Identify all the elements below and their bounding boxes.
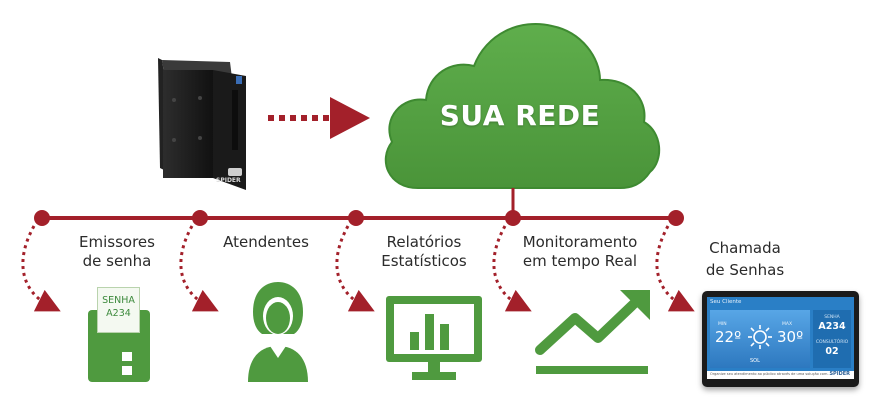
label-line: Estatísticos bbox=[381, 252, 467, 270]
node-dot bbox=[668, 210, 684, 226]
weather-panel: MIN 22º SOL MAX 30º bbox=[710, 310, 810, 368]
temp-min: 22º bbox=[715, 328, 742, 346]
tv-footer: Organize seu atendimento ao público atra… bbox=[707, 371, 854, 379]
tv-screen: Seu Cliente MIN 22º SOL MAX 30º bbox=[707, 297, 854, 379]
node-dot bbox=[34, 210, 50, 226]
tv-display: Seu Cliente MIN 22º SOL MAX 30º bbox=[702, 291, 859, 387]
call-panel: SENHA A234 CONSULTÓRIO 02 bbox=[813, 310, 851, 368]
node-dot bbox=[192, 210, 208, 226]
label-line: em tempo Real bbox=[522, 252, 638, 270]
branch-arrow bbox=[179, 225, 219, 312]
temp-max: 30º bbox=[777, 328, 804, 346]
node-dot bbox=[505, 210, 521, 226]
label-line: de senha bbox=[82, 252, 152, 270]
label-line: Chamada bbox=[709, 239, 781, 257]
network-arrow bbox=[268, 97, 370, 139]
label-line: de Senhas bbox=[705, 261, 785, 279]
min-label: MIN bbox=[718, 322, 727, 327]
label-relatorios: Relatórios Estatísticos bbox=[364, 233, 484, 271]
spider-device-icon bbox=[158, 58, 246, 190]
consultorio-value: 02 bbox=[825, 346, 839, 357]
max-label: MAX bbox=[782, 322, 793, 327]
weather-condition: SOL bbox=[750, 358, 760, 364]
senha-value: A234 bbox=[818, 321, 846, 332]
cloud-label: SUA REDE bbox=[439, 99, 601, 132]
consultorio-label: CONSULTÓRIO bbox=[815, 340, 849, 345]
tv-title: Seu Cliente bbox=[710, 299, 742, 305]
branch-arrow bbox=[335, 225, 375, 312]
label-chamada: Chamada de Senhas bbox=[690, 237, 800, 281]
node-dot bbox=[348, 210, 364, 226]
label-line: Atendentes bbox=[223, 233, 309, 251]
sun-icon bbox=[748, 325, 772, 349]
cloud-icon bbox=[384, 22, 661, 189]
label-line: Monitoramento bbox=[522, 233, 638, 251]
branch-arrows bbox=[21, 225, 695, 312]
device-brand-label: SPIDER bbox=[216, 177, 241, 184]
attendant-icon bbox=[248, 282, 308, 382]
label-atendentes: Atendentes bbox=[206, 233, 326, 252]
tv-logo: SPIDER bbox=[829, 371, 850, 377]
ticket-number: A234 bbox=[106, 308, 131, 319]
label-monitoramento: Monitoramento em tempo Real bbox=[515, 233, 645, 271]
ticket-paper: SENHA A234 bbox=[97, 287, 140, 333]
branch-arrow bbox=[492, 225, 532, 312]
label-emissores: Emissores de senha bbox=[62, 233, 172, 271]
tv-footer-text: Organize seu atendimento ao público atra… bbox=[710, 372, 831, 376]
label-line: Relatórios bbox=[386, 233, 462, 251]
reports-monitor-icon bbox=[386, 296, 482, 380]
branch-arrow bbox=[21, 225, 61, 312]
trend-up-icon bbox=[535, 290, 650, 374]
label-line: Emissores bbox=[79, 233, 155, 251]
ticket-label: SENHA bbox=[102, 295, 135, 306]
branch-arrow bbox=[655, 225, 695, 312]
senha-label: SENHA bbox=[824, 315, 840, 320]
